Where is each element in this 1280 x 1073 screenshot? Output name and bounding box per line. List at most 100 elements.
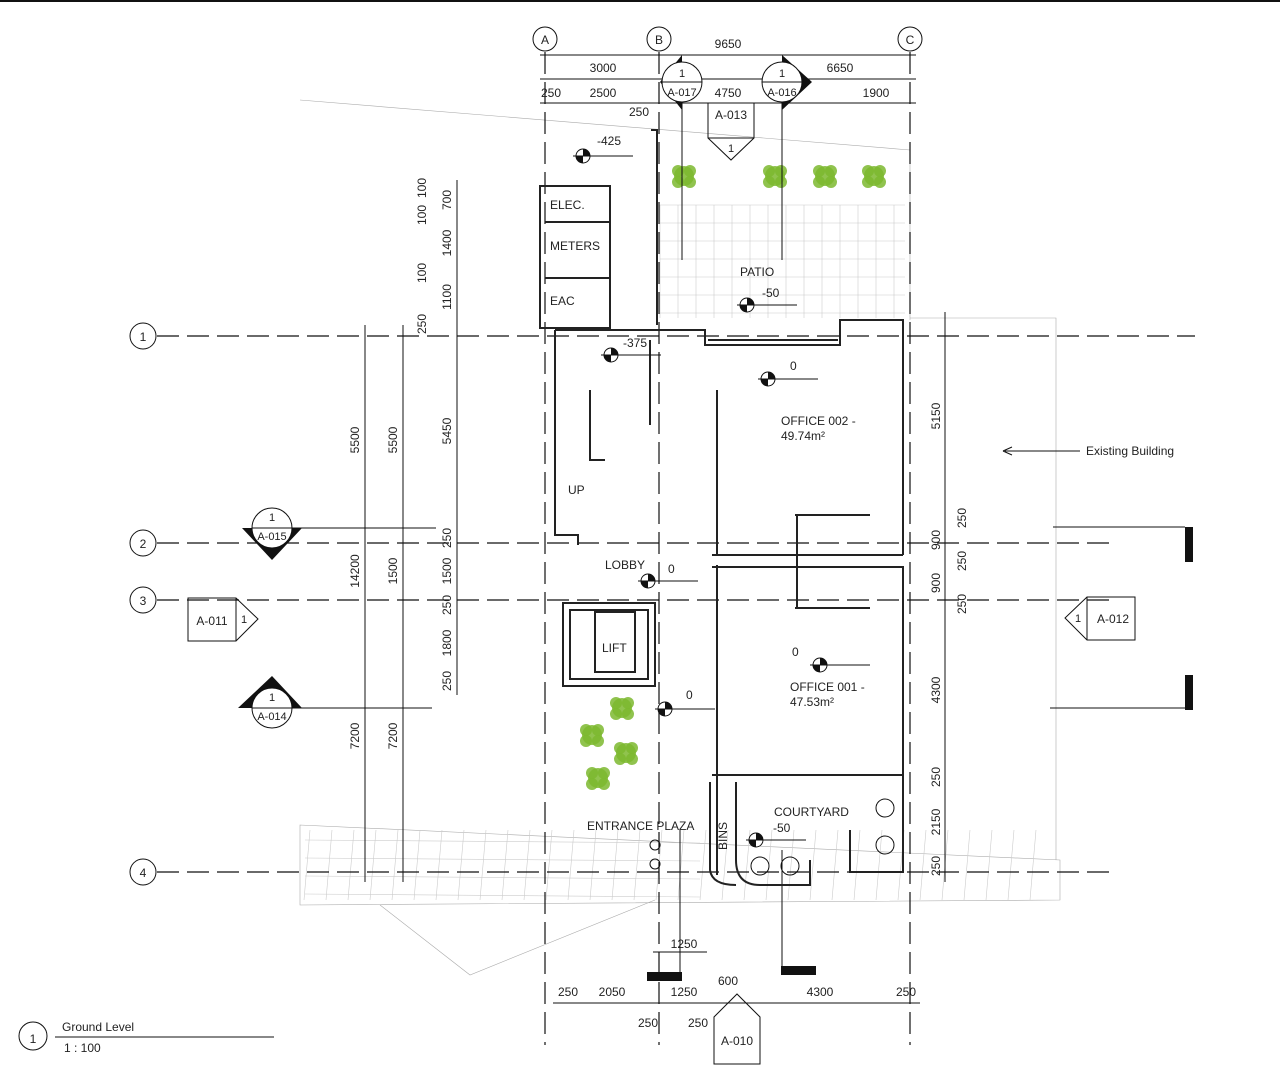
svg-text:1: 1 (1075, 613, 1081, 625)
svg-text:250: 250 (440, 671, 454, 691)
plant-icon (614, 742, 638, 765)
section-marker-a-017: 1 A-017 (660, 55, 703, 260)
grid-bubble-a: A (532, 26, 558, 52)
level-value: 0 (790, 359, 797, 373)
svg-text:2150: 2150 (929, 808, 943, 835)
svg-text:250: 250 (638, 1016, 658, 1030)
svg-text:2050: 2050 (599, 985, 626, 999)
svg-text:700: 700 (440, 190, 454, 210)
svg-text:100: 100 (415, 205, 429, 225)
grid-bubbles: A B C 1 2 3 4 (129, 26, 923, 886)
svg-text:A-015: A-015 (257, 531, 286, 543)
svg-text:1100: 1100 (440, 284, 454, 310)
svg-text:1: 1 (779, 68, 785, 80)
svg-text:5450: 5450 (440, 417, 454, 444)
room-labels: ELEC. METERS EAC PATIO OFFICE 002 - 49.7… (550, 198, 865, 850)
svg-text:1250: 1250 (671, 985, 698, 999)
svg-text:A-012: A-012 (1097, 612, 1129, 626)
svg-text:250: 250 (415, 314, 429, 334)
svg-text:A-010: A-010 (721, 1034, 753, 1048)
svg-text:100: 100 (415, 178, 429, 198)
elevation-marker-a-011: A-011 1 (187, 597, 259, 642)
svg-text:7200: 7200 (386, 722, 400, 749)
grid-lines (157, 52, 1195, 1045)
svg-text:A-011: A-011 (196, 614, 227, 628)
room-label-lobby: LOBBY (605, 558, 645, 572)
svg-text:A-013: A-013 (715, 108, 747, 122)
svg-text:250: 250 (955, 551, 969, 571)
svg-text:1400: 1400 (440, 229, 454, 256)
room-area-office-002: 49.74m² (781, 429, 825, 443)
dimensions-left: 5500 14200 7200 5500 1500 7200 100 700 1… (348, 178, 458, 882)
svg-text:2500: 2500 (590, 86, 617, 100)
svg-text:250: 250 (929, 767, 943, 787)
room-label-office-002: OFFICE 002 - (781, 414, 856, 428)
svg-text:250: 250 (440, 528, 454, 548)
level-marker: 0 (758, 359, 818, 387)
view-title-name: Ground Level (62, 1020, 134, 1034)
dimensions-bottom: 1250 250 2050 250 1250 250 600 4300 250 (553, 830, 920, 1030)
room-label-office-001: OFFICE 001 - (790, 680, 865, 694)
level-marker: 0 (655, 688, 715, 717)
svg-text:900: 900 (929, 573, 943, 593)
section-marker-a-015: 1 A-015 (242, 507, 436, 560)
svg-text:4: 4 (140, 866, 147, 880)
svg-text:4750: 4750 (715, 86, 742, 100)
level-marker: 0 (638, 562, 698, 589)
svg-text:1800: 1800 (440, 629, 454, 656)
svg-text:5500: 5500 (348, 426, 362, 453)
plant-icon (813, 165, 837, 188)
svg-text:250: 250 (440, 595, 454, 615)
grid-bubble-3: 3 (129, 586, 157, 614)
svg-text:Existing Building: Existing Building (1086, 444, 1174, 458)
room-label-lift: LIFT (602, 641, 627, 655)
site-paving (299, 99, 1061, 976)
room-label-elec: ELEC. (550, 198, 585, 212)
svg-text:A-014: A-014 (257, 711, 286, 723)
svg-text:250: 250 (541, 86, 561, 100)
svg-text:3: 3 (140, 594, 147, 608)
svg-text:250: 250 (929, 856, 943, 876)
dimensions-top: 9650 3000 6650 250 2500 250 4750 1900 (540, 37, 916, 119)
svg-text:1250: 1250 (671, 937, 698, 951)
svg-text:7200: 7200 (348, 722, 362, 749)
level-value: -425 (597, 134, 621, 148)
svg-text:2: 2 (140, 537, 147, 551)
svg-text:A-017: A-017 (667, 87, 696, 99)
svg-text:1500: 1500 (440, 557, 454, 584)
level-value: 0 (792, 645, 799, 659)
svg-text:250: 250 (896, 985, 916, 999)
plant-icon (586, 767, 610, 790)
room-label-entrance-plaza: ENTRANCE PLAZA (587, 819, 694, 833)
svg-text:1: 1 (30, 1032, 37, 1046)
building-walls (539, 129, 1193, 886)
room-label-bins: BINS (716, 822, 730, 850)
level-marker: -375 (601, 336, 661, 363)
room-area-office-001: 47.53m² (790, 695, 834, 709)
section-marker-a-014: 1 A-014 (238, 676, 432, 729)
planting (580, 165, 886, 790)
top-border (0, 0, 1280, 2)
view-title: 1 Ground Level 1 : 100 (18, 1020, 274, 1055)
svg-text:250: 250 (955, 508, 969, 528)
svg-text:6650: 6650 (827, 61, 854, 75)
svg-text:A: A (541, 33, 549, 47)
grid-bubble-b: B (646, 26, 672, 52)
svg-text:1: 1 (241, 614, 247, 626)
svg-text:9650: 9650 (715, 37, 742, 51)
svg-text:1: 1 (728, 143, 734, 155)
svg-text:1500: 1500 (386, 557, 400, 584)
section-marker-a-016: 1 A-016 (761, 55, 812, 260)
svg-text:1: 1 (140, 330, 147, 344)
svg-text:250: 250 (688, 1016, 708, 1030)
grid-bubble-4: 4 (129, 858, 157, 886)
room-label-eac: EAC (550, 294, 575, 308)
svg-text:4300: 4300 (807, 985, 834, 999)
plant-icon (763, 165, 787, 188)
svg-text:250: 250 (558, 985, 578, 999)
elevation-marker-a-013: A-013 1 (707, 102, 755, 161)
svg-text:1: 1 (679, 68, 685, 80)
svg-text:5150: 5150 (929, 402, 943, 429)
level-value: 0 (686, 688, 693, 702)
